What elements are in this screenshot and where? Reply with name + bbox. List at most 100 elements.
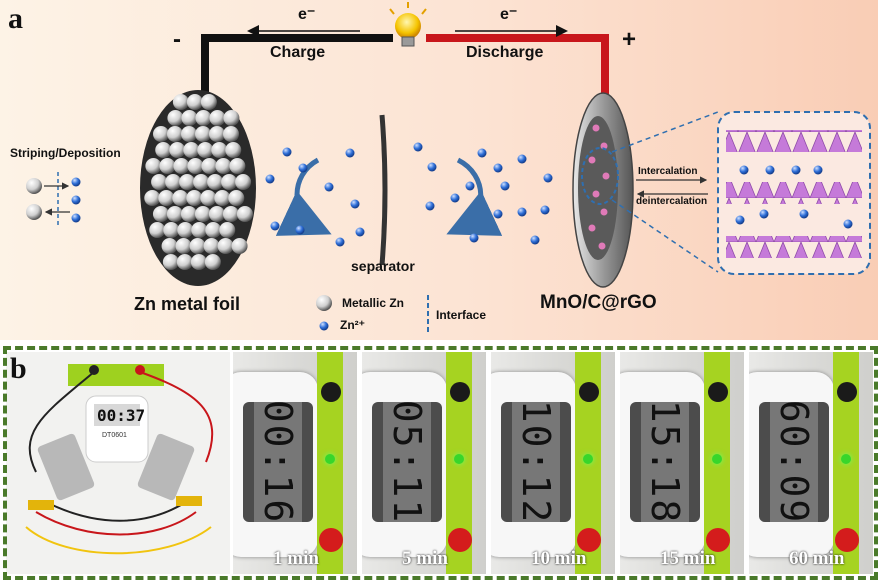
zn-ion — [765, 165, 775, 175]
zn-sphere — [215, 158, 232, 174]
negative-wire — [201, 34, 393, 98]
zn-sphere — [223, 126, 240, 142]
time-lapse-photo: 05:11 5 min — [362, 352, 486, 574]
timer-screen: 60:09 — [759, 402, 829, 522]
cathode-dot — [600, 142, 608, 150]
charge-label: Charge — [270, 44, 326, 61]
zn-sphere — [189, 238, 206, 254]
zoom-circle — [581, 147, 619, 205]
electron-label-right: e⁻ — [500, 6, 518, 23]
cathode-dot — [598, 242, 606, 250]
zn-sphere — [177, 222, 194, 238]
zn-sphere — [186, 190, 203, 206]
zn-sphere — [175, 238, 192, 254]
zn-ion — [324, 182, 334, 192]
timer-device-label: DT0601 — [102, 432, 127, 439]
positive-wire — [426, 34, 609, 98]
zn-sphere — [195, 110, 212, 126]
zn-sphere — [197, 142, 214, 158]
time-lapse-photo: 00:16 1 min — [233, 352, 357, 574]
zn-sphere — [179, 174, 196, 190]
zn-sphere — [172, 94, 189, 110]
red-terminal — [577, 528, 601, 552]
zn-ion — [282, 147, 292, 157]
zn-ion — [799, 209, 809, 219]
battery-schematic — [26, 2, 871, 332]
layer-3 — [726, 236, 862, 258]
zn-ion — [270, 221, 280, 231]
zn-ion — [791, 165, 801, 175]
zn-sphere — [169, 142, 186, 158]
zn-sphere — [205, 222, 222, 238]
black-terminal — [708, 382, 728, 402]
zn-sphere — [195, 126, 212, 142]
green-led — [454, 454, 464, 464]
zn-sphere — [217, 238, 234, 254]
zn-sphere — [153, 126, 170, 142]
zn-ion — [759, 209, 769, 219]
deintercalation-label: deintercalation — [636, 196, 708, 207]
zn-ion — [413, 142, 423, 152]
zn-sphere — [181, 126, 198, 142]
zn-sphere — [200, 190, 217, 206]
time-label: 1 min — [273, 548, 319, 569]
zn-ion — [517, 207, 527, 217]
cathode-label: MnO/C@rGO — [540, 292, 657, 313]
zn-sphere — [236, 206, 253, 222]
zn-ion — [71, 213, 81, 223]
legend-zn-sphere — [316, 295, 332, 311]
black-terminal — [837, 382, 857, 402]
timer-screen: 05:11 — [372, 402, 442, 522]
legend-zn-ion: Zn²⁺ — [340, 318, 365, 332]
curved-arrow-icon — [446, 157, 503, 236]
intercalation-label: Intercalation — [638, 166, 698, 177]
zn-sphere — [176, 254, 193, 270]
zn-ion — [427, 162, 437, 172]
red-terminal — [835, 528, 859, 552]
zn-ion — [71, 195, 81, 205]
zn-ion — [500, 181, 510, 191]
green-led — [712, 454, 722, 464]
zn-sphere — [208, 206, 225, 222]
green-led — [325, 454, 335, 464]
zn-sphere — [167, 110, 184, 126]
zn-ion — [71, 177, 81, 187]
zn-ion — [813, 165, 823, 175]
zn-ion — [265, 174, 275, 184]
zn-sphere — [149, 222, 166, 238]
cathode-dot — [592, 190, 600, 198]
zn-ion — [335, 237, 345, 247]
setup-photo: 00:37 DT0601 — [6, 352, 230, 574]
timer-screen: 00:16 — [243, 402, 313, 522]
timer-display: 00:37 — [97, 406, 146, 425]
panel-b-letter: b — [10, 352, 27, 385]
time-label: 15 min — [660, 548, 716, 569]
zn-sphere — [190, 254, 207, 270]
red-terminal — [319, 528, 343, 552]
zn-sphere — [186, 94, 203, 110]
time-label: 5 min — [402, 548, 448, 569]
zn-sphere — [152, 206, 169, 222]
striping-deposition-label: Striping/Deposition — [10, 146, 121, 160]
black-terminal — [321, 382, 341, 402]
zn-sphere — [204, 254, 221, 270]
light-bulb-icon — [389, 2, 427, 47]
separator — [379, 114, 388, 266]
red-terminal — [448, 528, 472, 552]
zn-sphere — [223, 110, 240, 126]
zn-ion — [543, 173, 553, 183]
zn-sphere — [180, 206, 197, 222]
zn-ion — [450, 193, 460, 203]
zn-foil-label: Zn metal foil — [134, 294, 241, 314]
zn-sphere — [155, 142, 172, 158]
panel-b-frame — [3, 346, 878, 580]
zn-sphere — [214, 190, 231, 206]
zn-sphere — [209, 126, 226, 142]
zn-sphere — [229, 158, 246, 174]
zn-ion — [295, 225, 305, 235]
discharge-label: Discharge — [466, 44, 544, 61]
zn-sphere — [145, 158, 162, 174]
cathode-dot — [588, 224, 596, 232]
